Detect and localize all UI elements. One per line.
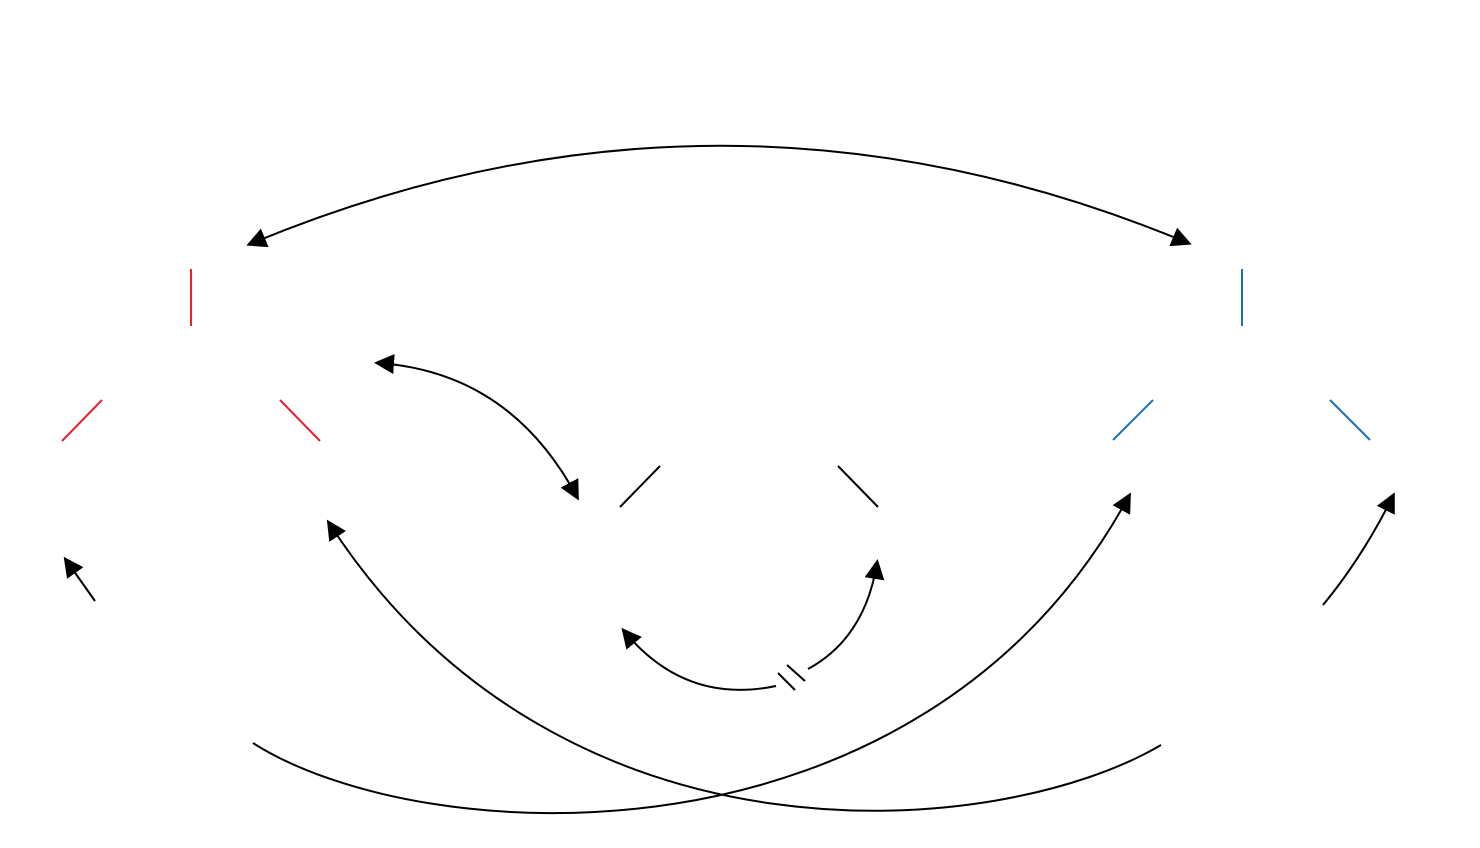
right-tree [1112,269,1371,441]
center-tree-left-branch [619,465,661,508]
bottom-left-to-right-arrow [252,492,1131,815]
small-left-arrow [63,556,96,602]
right-tree-right-branch [1329,399,1371,441]
right-tree-left-branch [1112,399,1154,441]
left-center-double-arrow [374,354,579,501]
break-mark-icon [777,664,806,691]
center-bottom-left-arrow [621,627,777,691]
left-tree [61,269,321,442]
right-small-arrow [1322,492,1395,606]
center-tree-right-branch [837,465,879,508]
center-bottom-right-arrow [807,559,885,670]
bottom-right-to-left-arrow [326,519,1162,812]
top-double-arrow [246,144,1192,248]
left-tree-right-branch [279,399,321,442]
left-tree-left-branch [61,399,103,442]
center-tree [619,465,879,508]
